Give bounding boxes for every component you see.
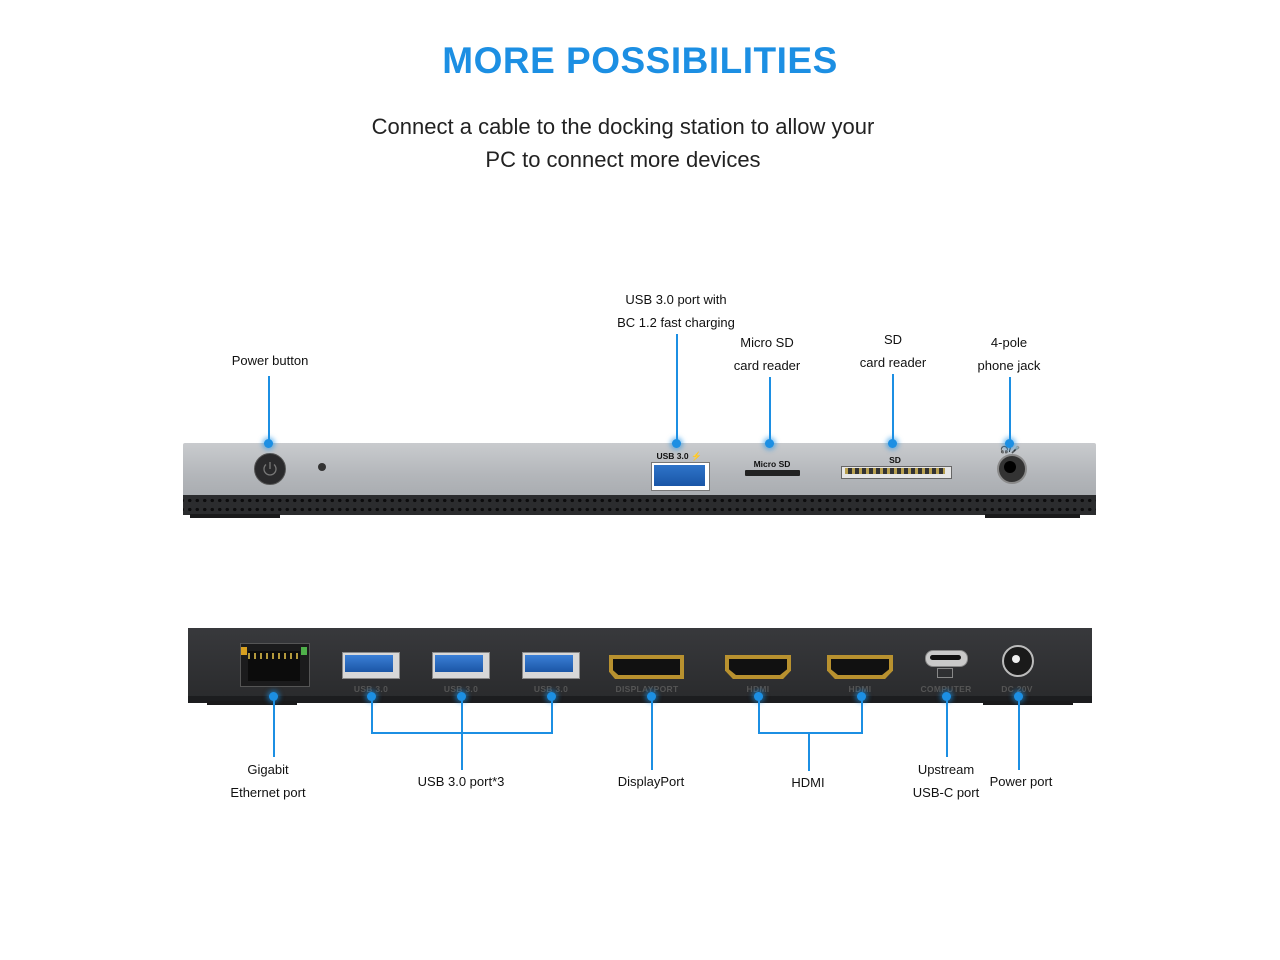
leader-usb: [676, 334, 678, 442]
leader-hdmi-bracket: [758, 732, 863, 734]
front-foot-right: [985, 514, 1080, 518]
marker-dot-sd: [888, 439, 897, 448]
rear-usb-label-1: USB 3.0: [353, 684, 389, 694]
ethernet-led-left: [241, 647, 247, 655]
front-device-vent: [183, 495, 1096, 515]
computer-label: COMPUTER: [920, 684, 972, 694]
callout-hdmi: HDMI: [791, 775, 825, 790]
marker-dot-usb: [672, 439, 681, 448]
rear-usb-port-3-insert: [523, 653, 575, 674]
marker-dot-phone: [1005, 439, 1014, 448]
callout-phone-jack: 4-pole phone jack: [977, 335, 1041, 373]
hdmi-label-2: HDMI: [848, 684, 872, 694]
callout-sd: SD card reader: [859, 332, 927, 370]
marker-dot-dc: [1014, 692, 1023, 701]
callout-usb-ports: USB 3.0 port*3: [417, 774, 505, 789]
usb-c-port-slot: [930, 655, 961, 660]
marker-dot-power: [264, 439, 273, 448]
callout-ethernet: Gigabit Ethernet port: [230, 762, 306, 800]
power-icon: [263, 462, 277, 476]
subtitle-line-1: Connect a cable to the docking station t…: [371, 114, 875, 139]
callout-power-button: Power button: [231, 353, 309, 368]
hdmi-port-1-insert: [729, 659, 787, 675]
rear-usb-label-2: USB 3.0: [443, 684, 479, 694]
leader-microsd: [769, 377, 771, 442]
callout-power-port: Power port: [989, 774, 1053, 789]
marker-dot-displayport: [647, 692, 656, 701]
hdmi-label-1: HDMI: [746, 684, 770, 694]
rear-usb-port-2: [432, 652, 490, 679]
leader-usb-1: [371, 697, 373, 734]
computer-icon: [937, 668, 953, 678]
rear-usb-port-1: [342, 652, 400, 679]
leader-usb-bracket: [371, 732, 553, 734]
leader-sd: [892, 374, 894, 442]
callout-usb-c: Upstream USB-C port: [912, 762, 980, 800]
page-subtitle: Connect a cable to the docking station t…: [340, 110, 906, 176]
marker-dot-usb-3: [547, 692, 556, 701]
ethernet-port-contacts: [248, 651, 300, 681]
rear-usb-port-2-insert: [433, 653, 485, 674]
leader-usb-c: [946, 697, 948, 757]
ethernet-led-right: [301, 647, 307, 655]
microsd-slot: [745, 470, 800, 476]
hdmi-port-2-insert: [831, 659, 889, 675]
displayport-connector-insert: [613, 659, 680, 675]
leader-hdmi-1: [758, 697, 760, 734]
rear-usb-label-3: USB 3.0: [533, 684, 569, 694]
leader-dc: [1018, 697, 1020, 770]
headset-mic-icon: 🎧/🎤: [1000, 447, 1020, 454]
callout-usb-fast-charging: USB 3.0 port with BC 1.2 fast charging: [617, 292, 735, 330]
power-button: [254, 453, 286, 485]
leader-hdmi-stem: [808, 733, 810, 771]
leader-power: [268, 376, 270, 442]
callout-displayport: DisplayPort: [617, 774, 685, 789]
leader-hdmi-2: [861, 697, 863, 734]
leader-displayport: [651, 697, 653, 770]
rear-usb-port-1-insert: [343, 653, 395, 674]
dc-label: DC 20V: [1001, 684, 1033, 694]
front-foot-left: [190, 514, 280, 518]
leader-ethernet: [273, 697, 275, 757]
marker-dot-microsd: [765, 439, 774, 448]
displayport-label: DISPLAYPORT: [615, 684, 679, 694]
front-usb-port-insert: [654, 465, 705, 486]
dc-power-jack-pin: [1012, 655, 1020, 663]
status-led: [318, 463, 326, 471]
leader-usb-3: [551, 697, 553, 734]
marker-dot-usb-2: [457, 692, 466, 701]
marker-dot-usb-c: [942, 692, 951, 701]
marker-dot-hdmi-1: [754, 692, 763, 701]
rear-device-bottom: [188, 696, 1092, 703]
leader-phone: [1009, 377, 1011, 442]
rear-foot-left: [207, 701, 297, 705]
subtitle-line-2: PC to connect more devices: [485, 147, 761, 172]
sd-slot-contacts: [845, 468, 945, 474]
callout-micro-sd: Micro SD card reader: [733, 335, 801, 373]
page-title: MORE POSSIBILITIES: [442, 40, 838, 81]
front-usb-label: USB 3.0 ⚡: [656, 451, 702, 461]
marker-dot-ethernet: [269, 692, 278, 701]
rear-usb-port-3: [522, 652, 580, 679]
marker-dot-hdmi-2: [857, 692, 866, 701]
marker-dot-usb-1: [367, 692, 376, 701]
rear-foot-right: [983, 701, 1073, 705]
front-microsd-label: Micro SD: [753, 459, 791, 469]
phone-jack-hole: [1004, 461, 1016, 473]
front-sd-label: SD: [889, 455, 901, 465]
